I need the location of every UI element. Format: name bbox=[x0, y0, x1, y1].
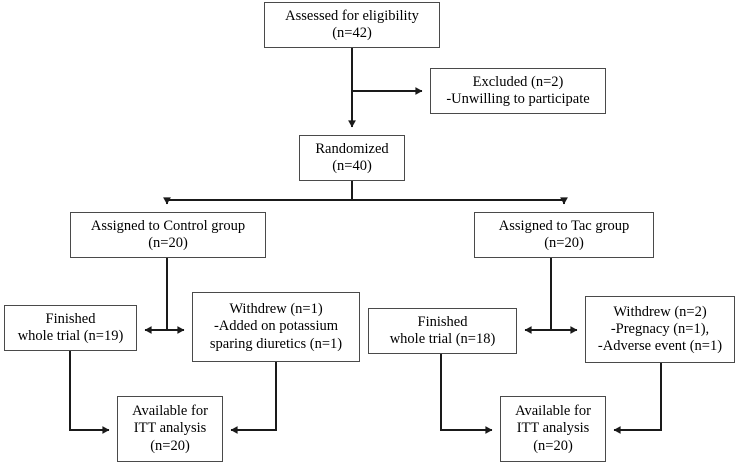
node-text-line: (n=20) bbox=[544, 235, 584, 251]
node-text-line: whole trial (n=18) bbox=[389, 331, 496, 347]
node-text-line: Withdrew (n=1) bbox=[229, 301, 323, 318]
node-text-line: Finished bbox=[417, 313, 468, 330]
edge-finished-tac-to-itt bbox=[440, 354, 493, 434]
node-text-line: -Pregnacy (n=1), bbox=[610, 320, 710, 337]
node-text-line: (n=40) bbox=[332, 158, 372, 174]
node-withdrew-tac: Withdrew (n=2) -Pregnacy (n=1), -Adverse… bbox=[585, 296, 735, 363]
node-randomized: Randomized (n=40) bbox=[299, 135, 405, 181]
node-assigned-to-control-group: Assigned to Control group (n=20) bbox=[70, 212, 266, 258]
node-text-line: Finished bbox=[45, 310, 96, 327]
node-excluded: Excluded (n=2) -Unwilling to participate bbox=[430, 68, 606, 114]
node-assigned-to-tac-group: Assigned to Tac group (n=20) bbox=[474, 212, 654, 258]
node-text-line: Excluded (n=2) bbox=[472, 73, 564, 90]
node-finished-whole-trial-tac: Finished whole trial (n=18) bbox=[368, 308, 517, 354]
node-text-line: Assessed for eligibility bbox=[285, 7, 419, 24]
node-text-line: Available for bbox=[515, 403, 591, 420]
node-text-line: whole trial (n=19) bbox=[17, 328, 124, 344]
edge-withdrew-tac-to-itt bbox=[613, 363, 662, 434]
node-text-line: sparing diuretics (n=1) bbox=[209, 335, 343, 352]
node-text-line: Randomized bbox=[315, 140, 389, 157]
node-text-line: Available for bbox=[132, 403, 208, 420]
node-text-line: (n=20) bbox=[150, 437, 190, 454]
node-available-for-itt-analysis-control: Available for ITT analysis (n=20) bbox=[117, 396, 223, 462]
node-text-line: (n=20) bbox=[148, 235, 188, 251]
edge-finished-control-to-itt bbox=[69, 351, 110, 434]
node-text-line: ITT analysis bbox=[516, 420, 590, 437]
edge-withdrew-control-to-itt bbox=[230, 362, 277, 434]
node-text-line: (n=20) bbox=[533, 437, 573, 454]
node-text-line: Assigned to Tac group bbox=[498, 217, 630, 234]
node-text-line: -Adverse event (n=1) bbox=[597, 338, 723, 355]
node-text-line: Assigned to Control group bbox=[90, 217, 246, 234]
node-text-line: (n=42) bbox=[332, 25, 372, 41]
node-finished-whole-trial-control: Finished whole trial (n=19) bbox=[4, 305, 137, 351]
node-assessed-for-eligibility: Assessed for eligibility (n=42) bbox=[264, 2, 440, 48]
node-available-for-itt-analysis-tac: Available for ITT analysis (n=20) bbox=[500, 396, 606, 462]
node-text-line: ITT analysis bbox=[133, 420, 207, 437]
node-text-line: -Unwilling to participate bbox=[446, 91, 590, 107]
node-text-line: Withdrew (n=2) bbox=[613, 303, 707, 320]
node-text-line: -Added on potassium bbox=[213, 318, 339, 335]
node-withdrew-control: Withdrew (n=1) -Added on potassium spari… bbox=[192, 292, 360, 362]
